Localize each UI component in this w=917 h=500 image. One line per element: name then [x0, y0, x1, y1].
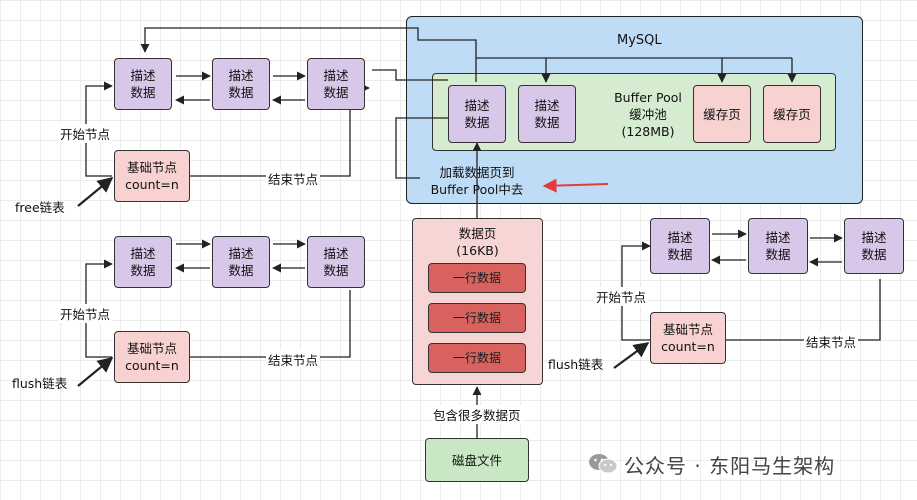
mysql-title: MySQL	[617, 33, 662, 48]
buffer-pool-title: Buffer Pool 缓冲池 (128MB)	[614, 89, 682, 139]
flush-right-desc-node-2[interactable]: 描述 数据	[748, 218, 808, 274]
watermark: 公众号 · 东阳马生架构	[588, 449, 835, 479]
data-row-2[interactable]: 一行数据	[428, 303, 526, 333]
flush-right-desc-node-1[interactable]: 描述 数据	[650, 218, 710, 274]
data-row-1[interactable]: 一行数据	[428, 263, 526, 293]
flush-left-list-name: flush链表	[12, 376, 68, 391]
free-end-label: 结束节点	[266, 169, 321, 188]
cache-page-2[interactable]: 缓存页	[763, 85, 821, 143]
free-list-name: free链表	[15, 200, 65, 215]
flush-left-start-label: 开始节点	[58, 304, 113, 323]
free-desc-node-1[interactable]: 描述 数据	[114, 58, 172, 110]
flush-right-end-label: 结束节点	[804, 332, 859, 351]
flush-right-start-label: 开始节点	[594, 287, 649, 306]
data-page-title: 数据页 (16KB)	[456, 226, 499, 258]
cache-page-1[interactable]: 缓存页	[693, 85, 751, 143]
free-base-node[interactable]: 基础节点 count=n	[114, 150, 190, 202]
free-start-label: 开始节点	[58, 124, 113, 143]
free-desc-node-3[interactable]: 描述 数据	[307, 58, 365, 110]
flush-left-desc-node-3[interactable]: 描述 数据	[307, 236, 365, 288]
load-label: 加载数据页到 Buffer Pool中去	[430, 165, 524, 197]
watermark-text: 公众号 · 东阳马生架构	[624, 453, 836, 478]
data-row-3[interactable]: 一行数据	[428, 343, 526, 373]
flush-left-base-node[interactable]: 基础节点 count=n	[114, 331, 190, 383]
wechat-icon	[588, 452, 618, 476]
bp-desc-node-2[interactable]: 描述 数据	[518, 85, 576, 143]
flush-right-desc-node-3[interactable]: 描述 数据	[844, 218, 904, 274]
flush-right-base-node[interactable]: 基础节点 count=n	[650, 312, 726, 364]
contains-label: 包含很多数据页	[431, 405, 523, 424]
flush-right-list-name: flush链表	[548, 357, 604, 372]
flush-left-desc-node-2[interactable]: 描述 数据	[212, 236, 270, 288]
bp-desc-node-1[interactable]: 描述 数据	[448, 85, 506, 143]
flush-left-end-label: 结束节点	[266, 350, 321, 369]
free-desc-node-2[interactable]: 描述 数据	[212, 58, 270, 110]
disk-file[interactable]: 磁盘文件	[425, 438, 529, 482]
flush-left-desc-node-1[interactable]: 描述 数据	[114, 236, 172, 288]
